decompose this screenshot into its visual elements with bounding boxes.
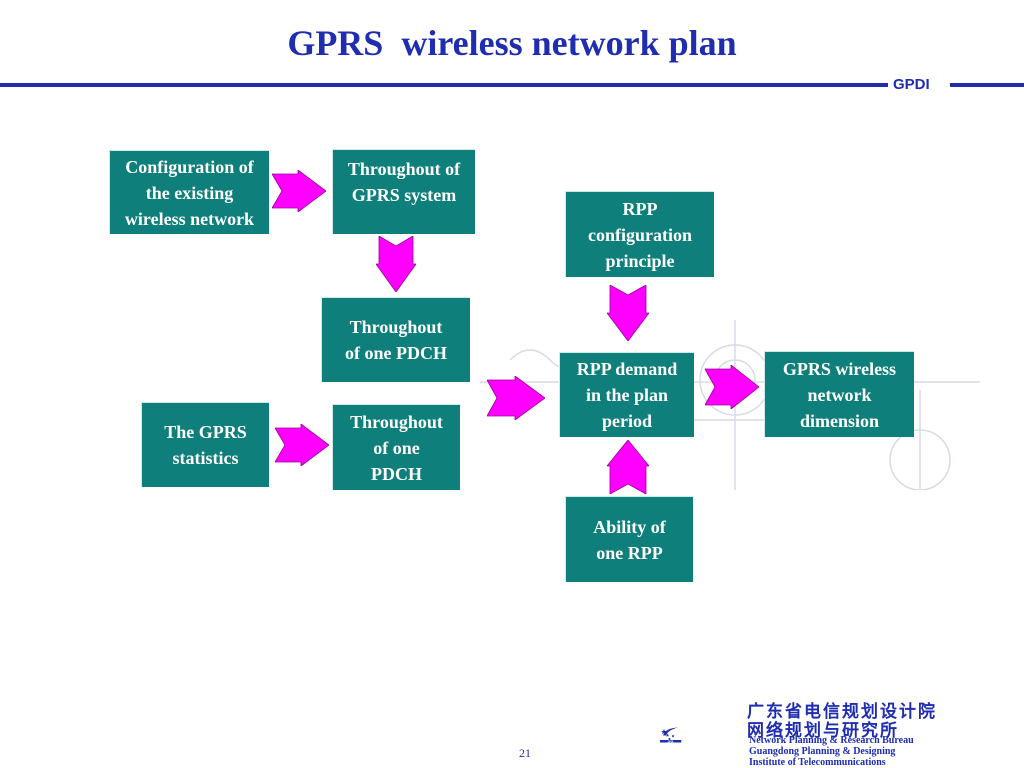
box-line: dimension: [799, 410, 879, 431]
arrow-down-icon: [607, 285, 649, 341]
arrow-right-icon: [705, 365, 759, 409]
logo-mark-text: GPDI: [668, 741, 674, 743]
logo-english-line-2: Guangdong Planning & Designing: [749, 746, 896, 757]
box-throughout-one-pdch-lower: Throughout of one PDCH: [332, 404, 460, 490]
box-line: network: [807, 384, 872, 405]
arrow-right-icon: [487, 376, 545, 420]
box-line: one RPP: [596, 542, 663, 563]
box-line: GPRS wireless: [782, 358, 897, 379]
header-rule-right: [950, 83, 1024, 87]
box-gprs-statistics: The GPRS statistics: [141, 402, 269, 487]
logo-chinese-line-1: 广东省电信规划设计院: [747, 702, 937, 722]
gpdi-logo-mark: GPDI: [660, 727, 682, 743]
box-ability-one-rpp: Ability of one RPP: [565, 496, 693, 582]
box-line: RPP demand: [576, 359, 678, 379]
box-line: period: [601, 411, 652, 431]
box-line: Throughout: [349, 317, 443, 337]
arrow-down-icon: [376, 236, 416, 292]
box-line: The GPRS: [164, 422, 247, 442]
box-line: principle: [605, 250, 675, 271]
box-line: statistics: [172, 448, 239, 468]
box-line: wireless network: [124, 208, 255, 229]
box-line: of one PDCH: [345, 343, 447, 363]
page-number: 21: [519, 746, 531, 760]
box-line: of one: [373, 437, 420, 458]
box-line: RPP: [622, 198, 658, 219]
box-line: GPRS system: [351, 185, 457, 205]
logo-english-line-3: Institute of Telecommunications: [749, 757, 886, 768]
box-throughout-gprs-system: Throughout of GPRS system: [332, 149, 475, 234]
arrow-right-icon: [272, 170, 326, 212]
logo-chinese-line-2: 网络规划与研究所: [747, 721, 899, 741]
box-line: the existing: [145, 182, 234, 203]
box-config-existing-network: Configuration of the existing wireless n…: [109, 150, 269, 234]
box-line: Throughout of: [347, 159, 461, 179]
header-label: GPDI: [893, 76, 930, 93]
box-gprs-network-dimension: GPRS wireless network dimension: [764, 351, 914, 437]
box-line: Throughout: [350, 411, 443, 432]
box-line: Configuration of: [125, 156, 254, 177]
arrow-right-icon: [275, 424, 329, 466]
box-throughout-one-pdch-upper: Throughout of one PDCH: [321, 297, 470, 382]
box-rpp-configuration-principle: RPP configuration principle: [565, 191, 714, 277]
box-line: configuration: [587, 224, 692, 245]
box-line: Ability of: [593, 516, 666, 537]
box-line: PDCH: [371, 463, 422, 484]
box-rpp-demand: RPP demand in the plan period: [559, 352, 694, 437]
arrow-up-icon: [607, 440, 649, 494]
slide-title: GPRS wireless network plan: [287, 23, 737, 63]
logo-english-line-1: Network Planning & Research Bureau: [749, 735, 914, 746]
header-rule: [0, 83, 888, 87]
box-line: in the plan: [585, 385, 668, 405]
